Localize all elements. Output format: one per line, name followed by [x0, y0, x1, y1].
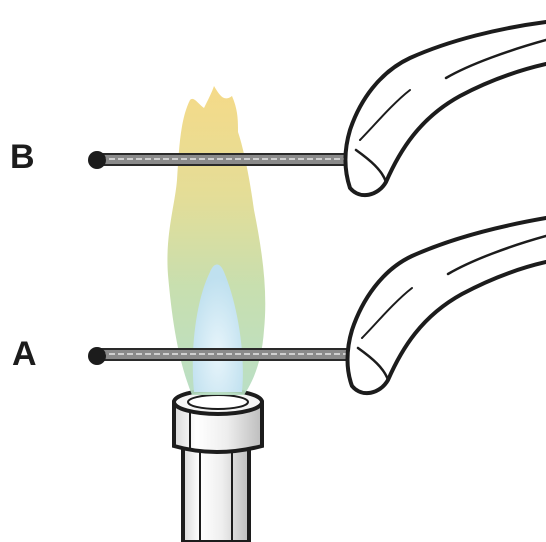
label-upper-wire: B [10, 138, 35, 176]
label-lower-wire: A [12, 335, 37, 373]
wire-tip-upper [88, 151, 106, 169]
bunsen-burner-icon [172, 388, 264, 542]
tongs-icon-lower [345, 216, 546, 396]
wire-tip-lower [88, 347, 106, 365]
tongs-icon [343, 20, 546, 198]
